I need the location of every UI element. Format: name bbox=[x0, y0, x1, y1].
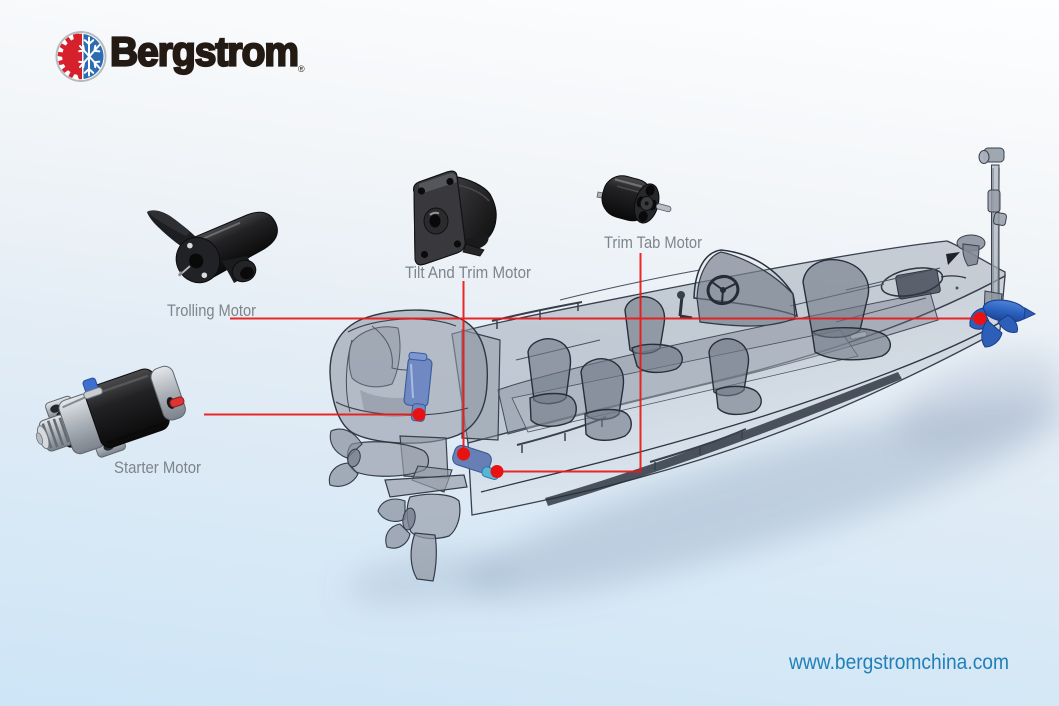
svg-text:Tilt And Trim Motor: Tilt And Trim Motor bbox=[405, 263, 531, 282]
svg-text:www.bergstromchina.com: www.bergstromchina.com bbox=[788, 651, 1009, 674]
svg-text:Starter Motor: Starter Motor bbox=[114, 458, 201, 477]
svg-text:®: ® bbox=[298, 64, 305, 74]
svg-text:Bergstrom: Bergstrom bbox=[110, 29, 298, 75]
svg-text:Trim Tab Motor: Trim Tab Motor bbox=[604, 233, 702, 252]
svg-text:Trolling Motor: Trolling Motor bbox=[167, 301, 256, 320]
